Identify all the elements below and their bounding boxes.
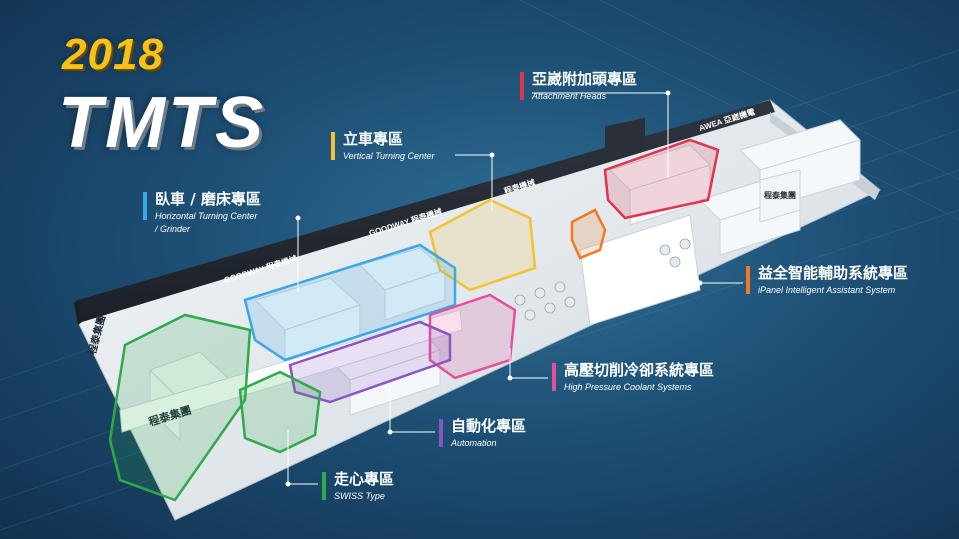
title-main: TMTS (58, 83, 266, 163)
coolant-en: High Pressure Coolant Systems (564, 382, 692, 392)
zone-attachment-outline (603, 138, 720, 220)
coolant-zh: 高壓切削冷卻系統專區 (564, 361, 715, 379)
leader-line-dot-icon (285, 90, 703, 487)
zone-swiss-outline (108, 313, 252, 502)
swiss-zh: 走心專區 (334, 470, 395, 488)
attachment-en: Attachment Heads (532, 91, 607, 101)
automation-color-bar (439, 419, 443, 447)
corner-brand: 程泰集團 (764, 190, 796, 200)
automation-en: Automation (451, 438, 497, 448)
zone-automation-outline (288, 320, 452, 404)
automation-zh: 自動化專區 (451, 417, 527, 435)
zone-label-horizontal: 臥車 / 磨床專區 Horizontal Turning Center / Gr… (143, 190, 261, 236)
zone-label-ipanel: 益全智能輔助系統專區 iPanel Intelligent Assistant … (746, 264, 908, 297)
zone-swiss-outline-2 (238, 370, 322, 454)
vertical-en: Vertical Turning Center (343, 151, 435, 161)
title-year: 2018 (62, 30, 164, 79)
attachment-color-bar (520, 72, 524, 100)
attachment-zh: 亞崴附加頭專區 (532, 70, 638, 88)
ipanel-color-bar (746, 266, 750, 294)
zone-label-automation: 自動化專區 Automation (439, 417, 526, 450)
swiss-en: SWISS Type (334, 491, 385, 501)
zone-label-coolant: 高壓切削冷卻系統專區 High Pressure Coolant Systems (552, 361, 714, 394)
ipanel-zh: 益全智能輔助系統專區 (758, 264, 909, 282)
zone-label-swiss: 走心專區 SWISS Type (322, 470, 394, 503)
ipanel-en: iPanel Intelligent Assistant System (758, 285, 896, 295)
zone-ipanel-outline (570, 208, 607, 260)
booth-back-wall (78, 100, 775, 322)
pavilion-brand: 程泰集團 (608, 271, 644, 282)
zone-label-attachment: 亞崴附加頭專區 Attachment Heads (520, 70, 637, 103)
vertical-zh: 立車專區 (343, 130, 404, 148)
horizontal-en: Horizontal Turning Center (155, 211, 258, 221)
horizontal-en2: / Grinder (155, 224, 191, 234)
coolant-color-bar (552, 363, 556, 391)
zone-label-vertical: 立車專區 Vertical Turning Center (331, 130, 435, 163)
swiss-color-bar (322, 472, 326, 500)
zone-horizontal-outline (243, 243, 457, 362)
horizontal-zh: 臥車 / 磨床專區 (155, 190, 261, 208)
vertical-color-bar (331, 132, 335, 160)
horizontal-color-bar (143, 192, 147, 220)
